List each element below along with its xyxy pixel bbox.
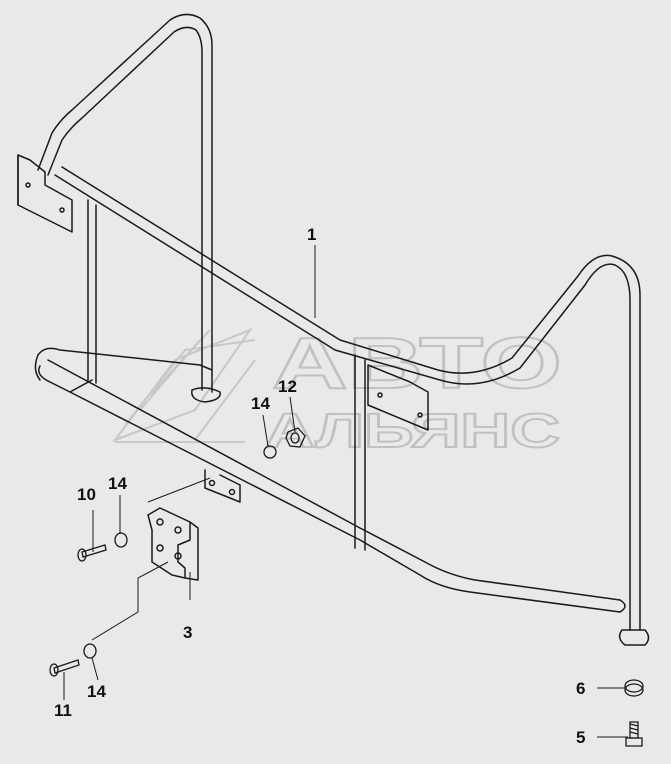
bolt-part-10: [77, 544, 107, 562]
callout-5: 5: [576, 728, 585, 747]
callout-labels: 1 12 14 10 14 3 14 11 6 5: [54, 225, 585, 747]
washer-part-6: [624, 679, 644, 697]
callout-1: 1: [307, 225, 316, 244]
bracket-part-3: [147, 507, 199, 581]
watermark-line-2: АЛЬЯНС: [265, 405, 560, 458]
watermark-emblem: [112, 327, 256, 443]
callout-11: 11: [54, 701, 72, 720]
step-frame-part-1: [17, 13, 650, 646]
callout-6: 6: [576, 679, 585, 698]
washer-part-14-b: [83, 643, 97, 659]
washer-part-14-a: [114, 532, 128, 548]
fasteners: [49, 427, 644, 747]
callout-14-b: 14: [108, 474, 127, 493]
callout-10: 10: [77, 485, 96, 504]
washer-part-14-c: [263, 445, 277, 459]
bolt-part-11: [49, 659, 80, 677]
bolt-part-5: [625, 721, 643, 747]
watermark-logo: АВТО АЛЬЯНС: [112, 323, 563, 459]
callout-12: 12: [278, 377, 297, 396]
nut-part-12: [285, 427, 306, 448]
leader-lines: [63, 245, 628, 738]
callout-14-a: 14: [251, 394, 270, 413]
callout-14-c: 14: [87, 682, 106, 701]
callout-3: 3: [183, 623, 192, 642]
